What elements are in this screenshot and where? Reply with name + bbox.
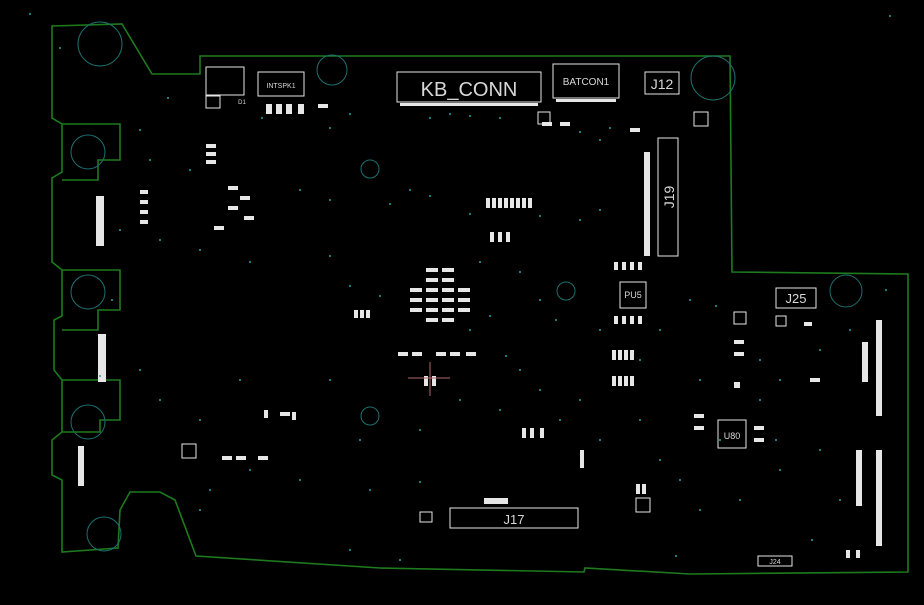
j24-label: J24 — [769, 559, 780, 566]
intspk1-outline — [257, 71, 305, 97]
j19-pins — [644, 152, 650, 256]
mounting-hole — [70, 134, 106, 170]
crosshair-marker — [408, 362, 450, 396]
via-field — [29, 13, 891, 561]
j12-label: J12 — [651, 76, 674, 92]
batcon1-pins — [556, 99, 616, 102]
batcon1-label: BATCON1 — [563, 77, 610, 88]
u80-outline — [717, 419, 747, 449]
j17-outline — [449, 507, 579, 529]
mounting-hole — [829, 274, 863, 308]
mounting-hole — [690, 55, 736, 101]
kb-conn-pins — [400, 103, 538, 106]
j25-outline — [775, 287, 817, 309]
pu5-outline — [619, 281, 647, 309]
u80-label: U80 — [724, 431, 741, 441]
audio-jack-outline — [205, 66, 245, 96]
j17-pins — [484, 498, 508, 504]
pu5-label: PU5 — [624, 290, 642, 300]
j19-label: J19 — [661, 186, 677, 209]
small-ic-outline — [775, 315, 787, 327]
batcon1-outline — [552, 63, 620, 99]
left-edge-connector-pins — [78, 196, 106, 486]
d1-outline — [205, 95, 221, 109]
mounting-hole — [77, 21, 123, 67]
center-component-cluster — [140, 104, 860, 558]
mounting-hole — [70, 404, 106, 440]
j25-label: J25 — [786, 291, 807, 306]
mounting-hole — [360, 406, 380, 426]
small-ic-outline — [635, 497, 651, 513]
board-edge — [51, 23, 909, 575]
mounting-hole — [556, 281, 576, 301]
kb-conn-label: KB_CONN — [421, 79, 518, 101]
j24-outline — [757, 555, 793, 567]
d1-label: D1 — [238, 100, 246, 106]
kb-conn-outline — [396, 71, 542, 103]
small-ic-outline — [693, 111, 709, 127]
intspk1-label: INTSPK1 — [266, 83, 295, 90]
mounting-hole — [360, 159, 380, 179]
board-edge-inner — [62, 123, 121, 433]
small-ic-outline — [181, 443, 197, 459]
mounting-hole — [70, 274, 106, 310]
mounting-hole — [316, 54, 348, 86]
mounting-hole — [86, 516, 122, 552]
right-edge-connector-pins — [856, 320, 882, 546]
small-ic-outline — [419, 511, 433, 523]
j12-outline — [644, 71, 680, 95]
j19-outline — [657, 137, 679, 257]
j17-label: J17 — [504, 512, 525, 527]
small-ic-outline — [537, 111, 551, 125]
small-ic-outline — [733, 311, 747, 325]
